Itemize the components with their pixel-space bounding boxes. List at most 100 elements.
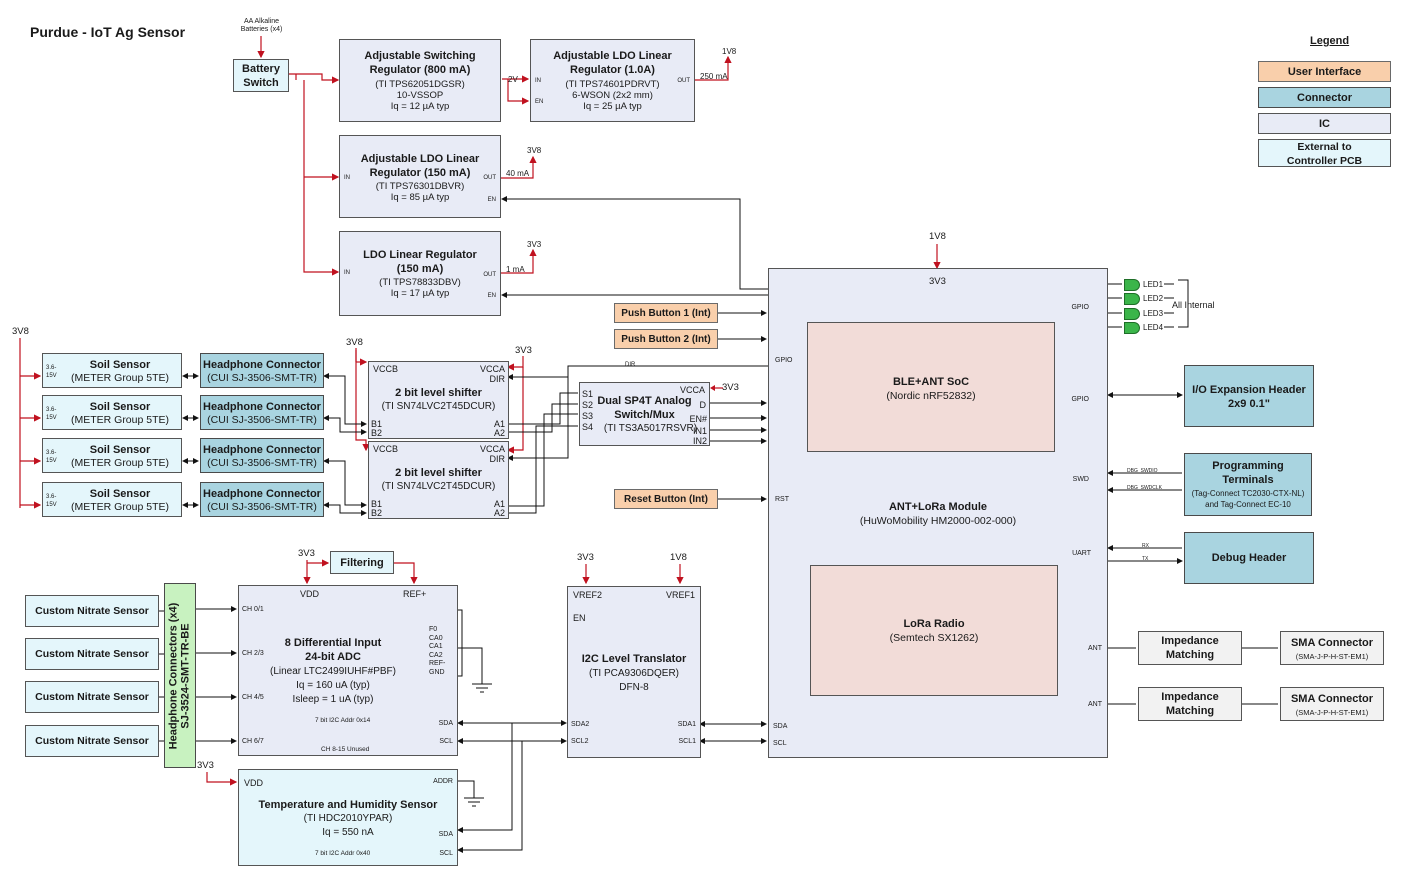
swdio-label: DBG_SWDIO <box>1127 468 1158 474</box>
rail-3v3-adc-label: 3V3 <box>298 548 315 559</box>
rail-3v3-mux-label: 3V3 <box>722 382 739 393</box>
soil-sensor-range: 3.6-15V <box>46 365 57 379</box>
headphone-connector-1: Headphone Connector (CUI SJ-3506-SMT-TR) <box>200 353 324 388</box>
impedance-matching-1: Impedance Matching <box>1138 631 1242 665</box>
sma-connector-1: SMA Connector (SMA-J-P-H-ST-EM1) <box>1280 631 1384 665</box>
headphone-part: (CUI SJ-3506-SMT-TR) <box>207 372 317 384</box>
ldo-1v8-pkg: 6-WSON (2x2 mm) <box>572 90 653 101</box>
headphone-title: Headphone Connector <box>203 359 321 371</box>
adc-sda: SDA <box>438 720 453 727</box>
i2c-vref1: VREF1 <box>665 590 695 600</box>
impedance-matching-2: Impedance Matching <box>1138 687 1242 721</box>
sma-2-part: (SMA-J-P-H-ST-EM1) <box>1295 708 1369 717</box>
mux-title: Dual SP4T Analog Switch/Mux <box>597 395 692 421</box>
filtering-block: Filtering <box>330 551 394 574</box>
adc-config-pin: CA0 <box>429 634 443 642</box>
headphone-connectors-x4: Headphone Connectors (x4) SJ-3524-SMT-TR… <box>164 583 196 768</box>
mux-d: D <box>699 400 707 410</box>
adc-unused: CH 8-15 Unused <box>321 746 370 753</box>
soil-sensor-range: 3.6-15V <box>46 494 57 508</box>
mux-part: (TI TS3A5017RSVR) <box>603 423 698 434</box>
switching-regulator-pkg: 10-VSSOP <box>396 90 444 101</box>
legend-external: External to Controller PCB <box>1258 139 1391 167</box>
hp4-part: SJ-3524-SMT-TR-BE <box>179 623 192 729</box>
shifter-2-title: 2 bit level shifter <box>395 467 482 479</box>
battery-switch: Battery Switch <box>233 59 289 92</box>
switching-regulator: Adjustable Switching Regulator (800 mA) … <box>339 39 501 122</box>
push-button-2-label: Push Button 2 (Int) <box>621 334 711 345</box>
adc-ch23: CH 2/3 <box>242 650 264 657</box>
level-shifter-2: VCCB VCCA DIR 2 bit level shifter (TI SN… <box>368 441 509 519</box>
ldo-1v8-regulator: Adjustable LDO Linear Regulator (1.0A) (… <box>530 39 695 122</box>
led-2-icon <box>1124 293 1140 305</box>
led-3-icon <box>1124 308 1140 320</box>
led-1-label: LED1 <box>1143 280 1164 289</box>
adc-config-pin: GND <box>429 668 445 676</box>
ldo-3v8-part: (TI TPS76301DBVR) <box>375 181 465 192</box>
hp4-labels: Headphone Connectors (x4) SJ-3524-SMT-TR… <box>168 584 192 769</box>
rail-3v8-top-label: 3V8 <box>527 146 542 155</box>
soil-sensor-part: (METER Group 5TE) <box>70 501 170 513</box>
led-2-label: LED2 <box>1143 294 1164 303</box>
switching-regulator-title: Adjustable Switching Regulator (800 mA) <box>364 50 476 76</box>
mux-s2: S2 <box>582 400 594 410</box>
adc-part: (Linear LTC2499IUHF#PBF) <box>270 666 396 677</box>
shifter-1-vcca: VCCA <box>479 364 505 374</box>
reset-button: Reset Button (Int) <box>614 489 718 509</box>
sma-connector-2: SMA Connector (SMA-J-P-H-ST-EM1) <box>1280 687 1384 721</box>
io-expansion-header: I/O Expansion Header 2x9 0.1" <box>1184 365 1314 427</box>
level-shifter-1: VCCB VCCA DIR 2 bit level shifter (TI SN… <box>368 361 509 439</box>
adc-ch67: CH 6/7 <box>242 738 264 745</box>
shifter-1-dir: DIR <box>489 374 506 384</box>
adc-refp: REF+ <box>403 589 427 599</box>
rail-3v3-i2c-label: 3V3 <box>577 552 594 563</box>
ldo-1v8-iq: Iq = 25 µA typ <box>583 101 642 112</box>
shifter-2-a2: A2 <box>493 508 505 518</box>
legend-ic: IC <box>1258 113 1391 134</box>
soil-sensor-range: 3.6-15V <box>46 450 57 464</box>
i2c-pkg: DFN-8 <box>619 682 649 693</box>
ldo-3v8-iq: Iq = 85 µA typ <box>390 192 450 203</box>
adc-iq: Iq = 160 uA (typ) <box>296 680 370 691</box>
module-gpio-left: GPIO <box>775 357 793 364</box>
led-3-label: LED3 <box>1143 309 1164 318</box>
battery-switch-label: Battery Switch <box>242 63 280 89</box>
shifter-2-vcca: VCCA <box>479 444 505 454</box>
lora-part: (Semtech SX1262) <box>889 632 979 644</box>
headphone-title: Headphone Connector <box>203 488 321 500</box>
mux-s3: S3 <box>582 411 594 421</box>
shifter-2-part: (TI SN74LVC2T45DCUR) <box>381 481 496 492</box>
lora-title: LoRa Radio <box>903 618 965 630</box>
ldo-3v3-out-pin: OUT <box>483 272 496 278</box>
temp-iq: Iq = 550 nA <box>322 827 374 838</box>
swdclk-label: DBG_SWDCLK <box>1127 485 1163 491</box>
all-internal-label: All Internal <box>1172 300 1215 310</box>
nitrate-sensor-2: Custom Nitrate Sensor <box>25 638 159 670</box>
ble-ant-soc: BLE+ANT SoC (Nordic nRF52832) <box>807 322 1055 452</box>
prog-part2: and Tag-Connect EC-10 <box>1205 500 1291 509</box>
headphone-connector-4: Headphone Connector (CUI SJ-3506-SMT-TR) <box>200 482 324 517</box>
ldo-1v8-in-pin: IN <box>535 78 541 84</box>
rail-1v8-top-label: 1V8 <box>722 47 737 56</box>
soc-part: (Nordic nRF52832) <box>886 390 976 402</box>
mux-vcca: VCCA <box>679 385 705 395</box>
current-40ma-label: 40 mA <box>506 169 530 178</box>
ldo-1v8-title: Adjustable LDO Linear Regulator (1.0A) <box>553 50 672 76</box>
module-vcc: 3V3 <box>929 276 946 287</box>
ldo-3v3-in-pin: IN <box>344 270 350 276</box>
reset-button-label: Reset Button (Int) <box>624 494 708 505</box>
module-swd-pin: SWD <box>1072 476 1089 483</box>
adc-isleep: Isleep = 1 uA (typ) <box>292 694 374 705</box>
sma-1-part: (SMA-J-P-H-ST-EM1) <box>1295 652 1369 661</box>
ldo-3v3-part: (TI TPS78833DBV) <box>379 277 461 288</box>
shifter-1-vccb: VCCB <box>373 364 399 374</box>
i2c-level-translator: VREF2 VREF1 EN I2C Level Translator (TI … <box>567 586 701 758</box>
soil-sensor-4: 3.6-15V Soil Sensor (METER Group 5TE) <box>42 482 182 517</box>
mux-en: EN# <box>689 414 707 424</box>
module-ant2-pin: ANT <box>1088 701 1102 708</box>
i2c-scl2: SCL2 <box>571 738 589 745</box>
adc-vdd: VDD <box>300 589 320 599</box>
module-rst-pin: RST <box>775 496 789 503</box>
sma-2-title: SMA Connector <box>1290 693 1374 705</box>
